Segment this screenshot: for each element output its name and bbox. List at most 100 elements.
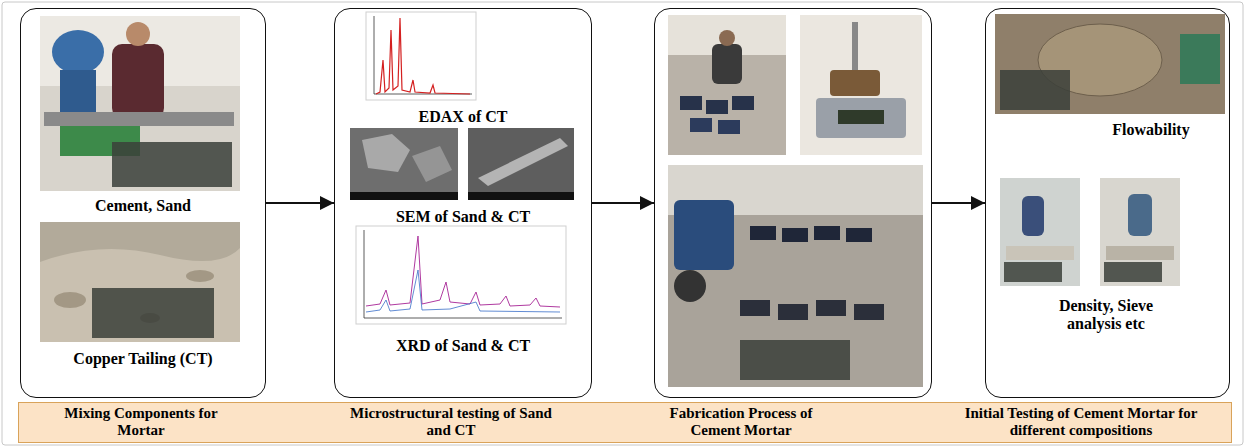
particle <box>362 134 410 172</box>
stage-panel: FlowabilityDensity, Sieve analysis etc <box>985 8 1230 398</box>
photo-stamp <box>1000 70 1070 110</box>
person-body <box>112 44 164 118</box>
stage-panel: Cement, SandCopper Tailing (CT) <box>20 8 266 398</box>
photo-stamp <box>112 142 232 187</box>
flow-arrow <box>266 202 334 204</box>
mixer-drum <box>52 30 104 74</box>
panel-label: Cement, Sand <box>95 197 191 215</box>
stage-panel <box>654 8 932 398</box>
step-text: Fabrication Process of Cement Mortar <box>651 405 831 440</box>
step-text: Microstructural testing of Sand and CT <box>346 405 556 440</box>
casting-photo <box>668 15 786 155</box>
spectrum-line <box>376 18 470 94</box>
mould <box>680 96 702 110</box>
photo-stamp <box>1004 262 1062 282</box>
flow-arrow <box>592 202 654 204</box>
sieve-test-photo <box>1100 178 1180 286</box>
rock <box>186 270 214 282</box>
mould <box>718 120 740 134</box>
photo-ground <box>995 14 1225 114</box>
work-table <box>44 112 234 126</box>
step-label: Initial Testing of Cement Mortar for dif… <box>951 405 1211 440</box>
chart-axes <box>374 16 472 94</box>
mould <box>782 228 808 242</box>
sample-pot <box>830 70 880 96</box>
diffraction-line <box>366 270 560 312</box>
mould <box>854 304 884 320</box>
work-table <box>1106 246 1174 260</box>
steps-band: Mixing Components for Mortar Microstructu… <box>18 402 1232 443</box>
mould <box>814 226 840 240</box>
person-head <box>719 30 735 46</box>
mould <box>690 118 712 132</box>
sem-info-bar <box>468 192 574 200</box>
mould <box>816 300 846 316</box>
machine-wheel <box>674 270 706 302</box>
chart-frame <box>366 12 476 100</box>
mould <box>740 300 770 316</box>
photo-ground <box>668 15 786 155</box>
person-body <box>712 44 742 84</box>
rock <box>54 292 86 308</box>
density-test-photo <box>1000 178 1080 286</box>
chart-axes <box>364 230 562 318</box>
mould <box>846 228 872 242</box>
photo-ground <box>1000 178 1080 286</box>
panel-label: Density, Sieve analysis etc <box>1031 297 1181 334</box>
scale-pole <box>852 22 858 72</box>
stage-panel: EDAX of CT SEM of Sand & CT XRD of Sand & … <box>334 8 592 398</box>
photo-ground <box>40 222 240 342</box>
machine <box>674 200 734 270</box>
tailing-heap <box>40 222 240 262</box>
photo-ground <box>800 15 922 155</box>
panel-label: Flowability <box>1112 121 1189 139</box>
photo-stamp <box>1104 262 1162 282</box>
particle <box>478 138 568 186</box>
sem-info-bar <box>350 192 458 200</box>
mould <box>706 100 728 114</box>
weighing-photo <box>800 15 922 155</box>
photo-stamp <box>740 340 850 380</box>
sem-image-sand <box>350 128 458 200</box>
flow-arrow <box>932 202 985 204</box>
tailing-photo <box>40 222 240 342</box>
photo-ground <box>40 16 240 191</box>
mould <box>732 96 754 110</box>
work-table <box>1006 246 1074 260</box>
cloth <box>1180 34 1220 84</box>
sem-image-ct <box>468 128 574 200</box>
panel-label: XRD of Sand & CT <box>396 337 530 355</box>
specimens-photo <box>668 165 923 387</box>
diffraction-line <box>366 236 560 307</box>
step-label: Fabrication Process of Cement Mortar <box>651 405 831 440</box>
panel-label: Copper Tailing (CT) <box>73 350 212 368</box>
mould <box>750 226 776 240</box>
panel-label: EDAX of CT <box>419 108 508 126</box>
mould <box>778 304 808 320</box>
photo-ground <box>1100 178 1180 286</box>
scale-display <box>838 110 884 124</box>
person-body <box>1022 196 1044 236</box>
panel-label: SEM of Sand & CT <box>396 208 530 226</box>
step-label: Microstructural testing of Sand and CT <box>346 405 556 440</box>
photo-ground <box>668 165 923 387</box>
xrd-pattern <box>356 226 566 324</box>
person-body <box>1128 194 1152 236</box>
photo-stamp <box>92 288 214 338</box>
chart-frame <box>356 226 566 324</box>
edax-spectrum <box>366 12 476 100</box>
step-text: Initial Testing of Cement Mortar for dif… <box>951 405 1211 440</box>
step-label: Mixing Components for Mortar <box>46 405 236 440</box>
step-text: Mixing Components for Mortar <box>46 405 236 440</box>
weighing-scale <box>816 98 906 138</box>
sem-ground <box>350 128 458 200</box>
person-head <box>126 22 150 46</box>
sem-ground <box>468 128 574 200</box>
workshop-photo <box>40 16 240 191</box>
flow-table-photo <box>995 14 1225 114</box>
particle <box>412 146 452 182</box>
